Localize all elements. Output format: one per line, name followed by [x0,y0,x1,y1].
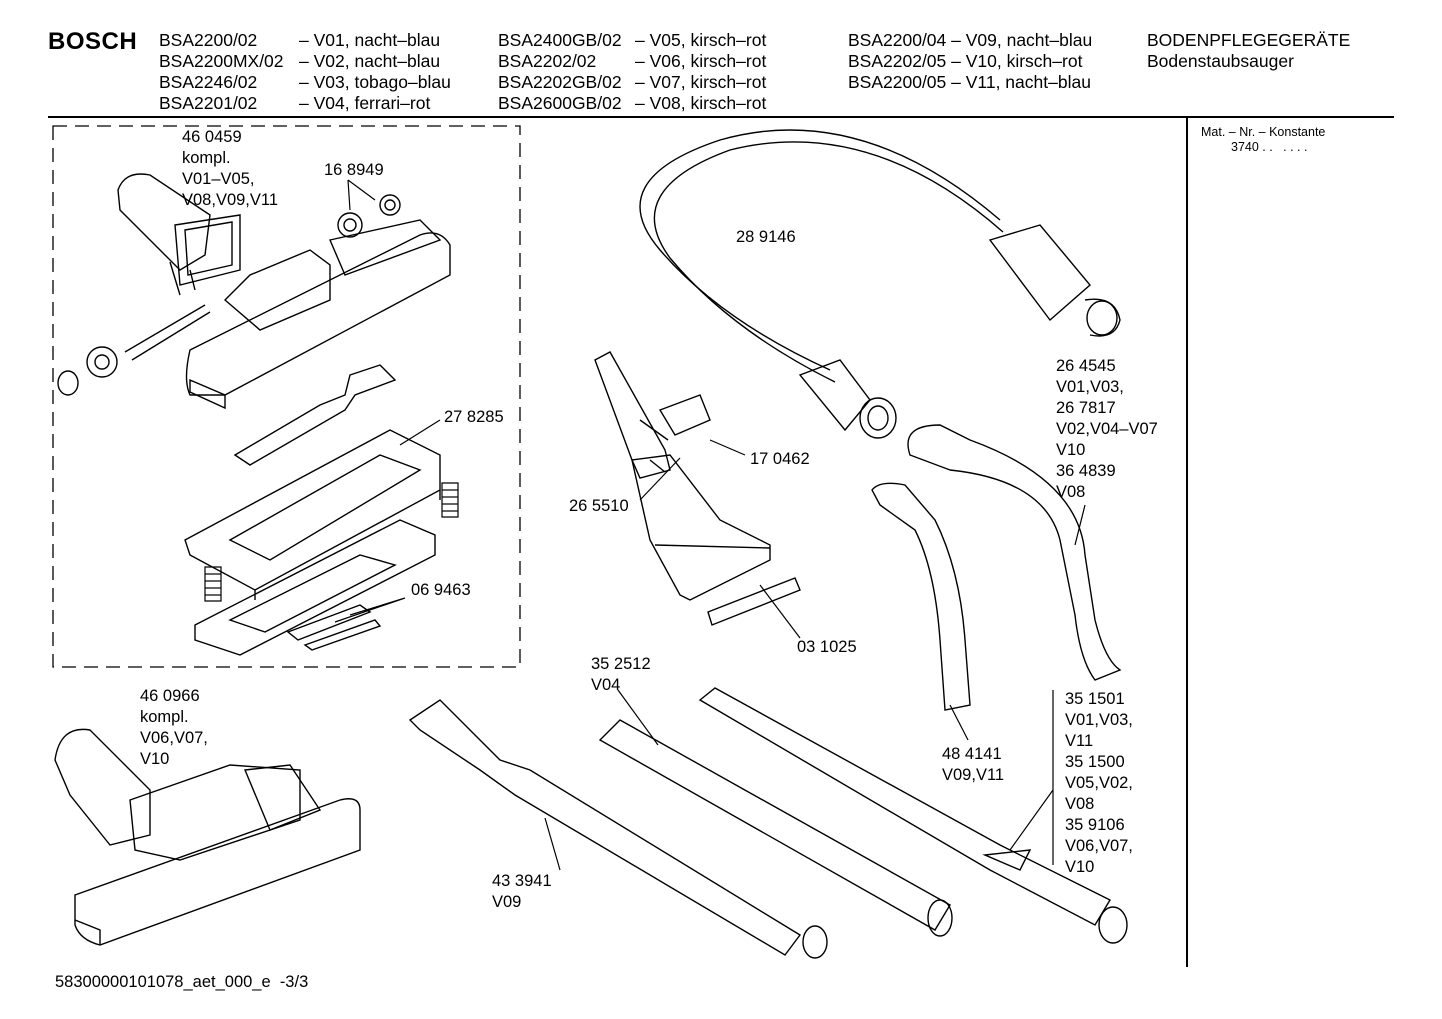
part-label-170462: 17 0462 [750,450,810,468]
category: BODENPFLEGEGERÄTE [1147,30,1351,50]
part-label-031025: 03 1025 [797,638,857,656]
model-row: BSA2202GB/02– V07, kirsch–rot [498,72,767,92]
model-list-col1: BSA2200/02– V01, nacht–blau BSA2200MX/02… [159,30,451,114]
part-label-278285: 27 8285 [444,408,504,426]
mat-nr-block: Mat. – Nr. – Konstante 3740 . . . . . . [1201,125,1325,155]
part-label-289146: 28 9146 [736,228,796,246]
model-row: BSA2246/02– V03, tobago–blau [159,72,451,92]
leader-lines [335,180,1085,870]
mat-nr-row: 3740 . . . . . . [1201,140,1325,155]
crevice-tool-drawing [595,352,800,625]
nozzle-kit-dashed-box [53,126,520,667]
part-label-265510: 26 5510 [569,497,629,515]
mat-nr-value: 3740 [1231,140,1259,154]
tubes-drawing [410,688,1127,958]
complete-nozzle-drawing [55,729,360,945]
document-id: 58300000101078_aet_000_e -3/3 [55,973,309,991]
model-row: BSA2600GB/02– V08, kirsch–rot [498,93,767,113]
mat-nr-dots: . . . . . . [1262,140,1308,154]
brand-logo: BOSCH [48,28,138,55]
model-row: BSA2400GB/02– V05, kirsch–rot [498,30,767,50]
model-row: BSA2200/02– V01, nacht–blau [159,30,441,50]
part-label-069463: 06 9463 [411,581,471,599]
model-list-col2: BSA2400GB/02– V05, kirsch–rot BSA2202/02… [498,30,766,114]
mat-nr-label: Mat. – Nr. – Konstante [1201,125,1326,139]
model-row: BSA2200/05 – V11, nacht–blau [848,72,1091,92]
hose-handle-drawing [872,425,1120,710]
model-row: BSA2202/02– V06, kirsch–rot [498,51,767,71]
floor-nozzle-exploded [58,174,458,655]
model-row: BSA2201/02– V04, ferrari–rot [159,93,431,113]
model-row: BSA2200/04 – V09, nacht–blau [848,30,1093,50]
model-row: BSA2200MX/02– V02, nacht–blau [159,51,441,71]
category-title: BODENPFLEGEGERÄTE Bodenstaubsauger [1147,30,1350,72]
model-row: BSA2202/05 – V10, kirsch–rot [848,51,1083,71]
part-label-168949: 16 8949 [324,161,384,179]
hose-drawing [640,130,1120,438]
subcategory: Bodenstaubsauger [1147,51,1294,71]
model-list-col3: BSA2200/04 – V09, nacht–blau BSA2202/05 … [848,30,1092,93]
